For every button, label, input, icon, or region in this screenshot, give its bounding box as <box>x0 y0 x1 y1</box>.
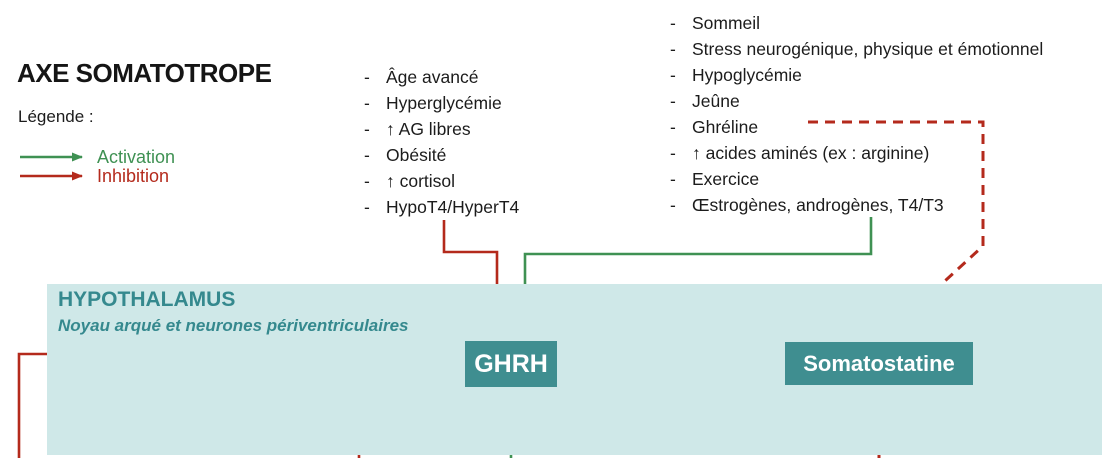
list-item: -Hypoglycémie <box>670 62 1043 88</box>
bullet-dash: - <box>670 39 676 59</box>
list-item-label: Âge avancé <box>386 67 479 87</box>
bullet-dash: - <box>364 197 370 217</box>
bullet-dash: - <box>670 169 676 189</box>
list-item: -Stress neurogénique, physique et émotio… <box>670 36 1043 62</box>
list-item: -Œstrogènes, androgènes, T4/T3 <box>670 192 1043 218</box>
list-item: -↑ AG libres <box>364 116 519 142</box>
legend-label: Légende : <box>18 107 94 126</box>
hypothalamus-subtitle: Noyau arqué et neurones périventriculair… <box>58 316 409 335</box>
list-item: -↑ acides aminés (ex : arginine) <box>670 140 1043 166</box>
list-item: -Âge avancé <box>364 64 519 90</box>
list-item-label: Sommeil <box>692 13 761 33</box>
activating-factors-list: -Sommeil -Stress neurogénique, physique … <box>670 10 1043 218</box>
list-item: -HypoT4/HyperT4 <box>364 194 519 220</box>
list-item-label: ↑ acides aminés (ex : arginine) <box>692 143 930 163</box>
list-item-label: Hypoglycémie <box>692 65 802 85</box>
list-item: -↑ cortisol <box>364 168 519 194</box>
hypothalamus-title: HYPOTHALAMUS <box>58 288 236 311</box>
ghrh-node: GHRH <box>465 341 557 387</box>
bullet-dash: - <box>364 119 370 139</box>
legend-inhibition-label: Inhibition <box>97 166 170 186</box>
bullet-dash: - <box>670 13 676 33</box>
bullet-dash: - <box>364 93 370 113</box>
bullet-dash: - <box>364 145 370 165</box>
list-item: -Jeûne <box>670 88 1043 114</box>
list-item: -Ghréline <box>670 114 1043 140</box>
bullet-dash: - <box>670 143 676 163</box>
list-item-label: Stress neurogénique, physique et émotion… <box>692 39 1044 59</box>
somatostatine-node: Somatostatine <box>785 342 973 385</box>
list-item-label: Ghréline <box>692 117 759 137</box>
list-item: -Exercice <box>670 166 1043 192</box>
legend-activation-label: Activation <box>97 147 176 167</box>
list-item-label: Exercice <box>692 169 760 189</box>
bullet-dash: - <box>670 91 676 111</box>
list-item-label: Jeûne <box>692 91 740 111</box>
inhibitory-factors-list: -Âge avancé -Hyperglycémie -↑ AG libres … <box>364 64 519 220</box>
list-item-label: Hyperglycémie <box>386 93 502 113</box>
list-item: -Hyperglycémie <box>364 90 519 116</box>
list-item-label: Œstrogènes, androgènes, T4/T3 <box>692 195 944 215</box>
list-item-label: Obésité <box>386 145 447 165</box>
bullet-dash: - <box>364 67 370 87</box>
bullet-dash: - <box>364 171 370 191</box>
list-item-label: ↑ AG libres <box>386 119 471 139</box>
list-item-label: HypoT4/HyperT4 <box>386 197 520 217</box>
bullet-dash: - <box>670 65 676 85</box>
list-item-label: ↑ cortisol <box>386 171 456 191</box>
page-title: AXE SOMATOTROPE <box>17 58 272 88</box>
bullet-dash: - <box>670 117 676 137</box>
list-item: -Obésité <box>364 142 519 168</box>
bullet-dash: - <box>670 195 676 215</box>
list-item: -Sommeil <box>670 10 1043 36</box>
